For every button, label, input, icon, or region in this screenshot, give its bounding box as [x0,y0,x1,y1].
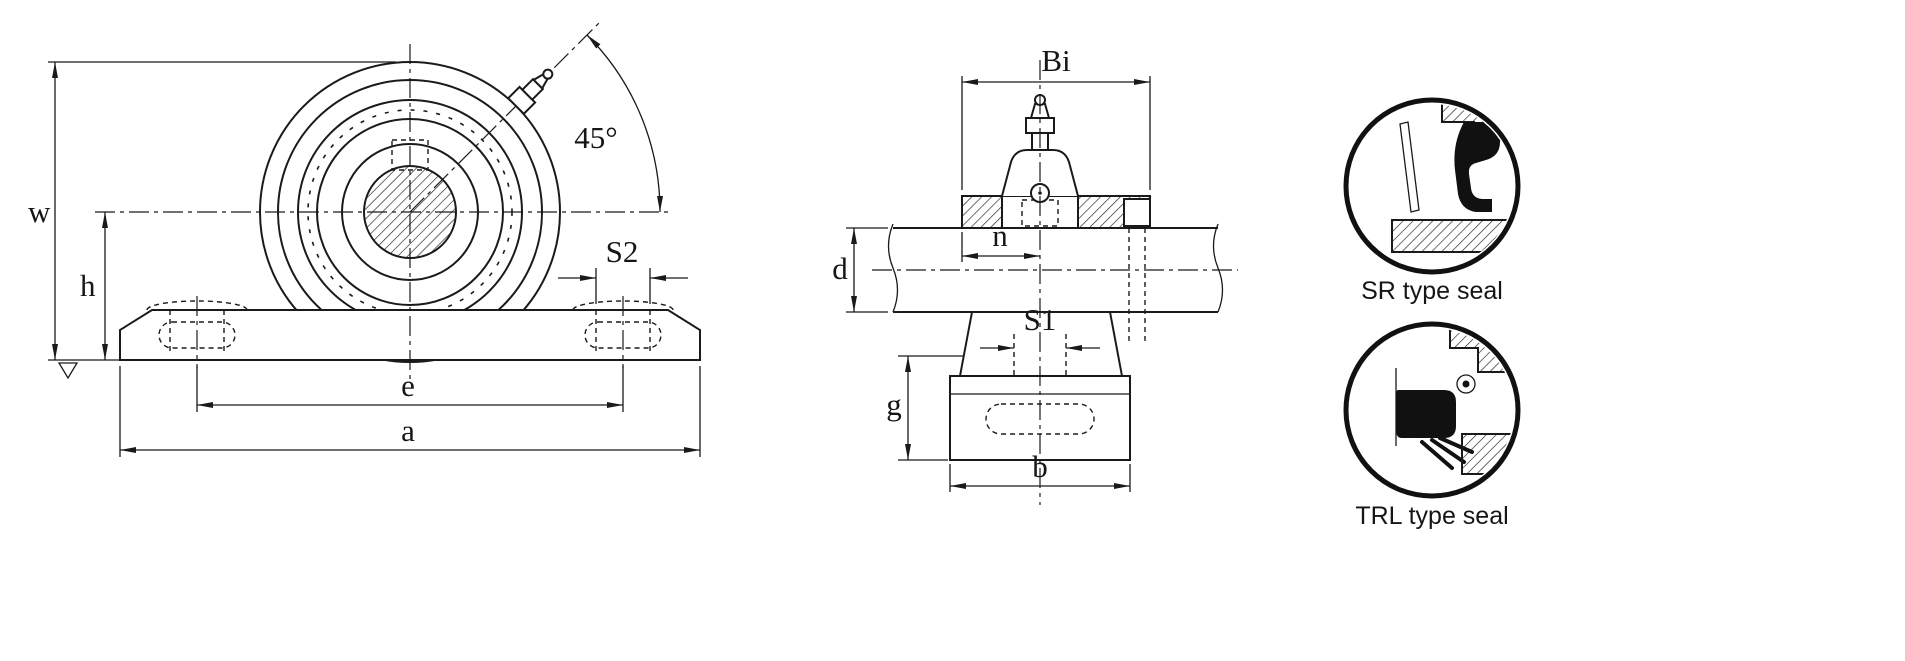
grease-fitting-axis [409,21,601,213]
sr-slinger-plate [1399,121,1420,213]
trl-garter-spring-core [1462,380,1470,388]
left-slot-edge-hidden-lines [169,310,225,352]
sr-caption: SR type seal [1361,277,1503,305]
b-label: b [1032,449,1048,484]
front-view: 45° w h e a S2 [28,21,701,457]
side-view: Bi n d S1 g b [832,43,1238,505]
datum-triangle-symbol [57,362,79,380]
s2-extension-lines [595,268,651,304]
trl-caption: TRL type seal [1355,502,1508,530]
bearing-ball-center [1038,191,1042,195]
seal-detail-sr: SR type seal [1343,97,1521,305]
angle-dimension-arc [586,34,664,213]
e-label: e [401,368,415,403]
side-bolt-hidden-lines [1128,228,1146,342]
lower-housing-slants [959,311,1123,377]
n-label: n [992,218,1008,253]
s2-label: S2 [606,234,639,269]
bi-label: Bi [1041,43,1071,78]
bi-extension-lines [961,76,1151,190]
g-label: g [886,387,902,422]
w-extension-lines [48,61,396,361]
seal-detail-trl: TRL type seal [1343,321,1521,530]
fitting-ball [542,68,554,80]
shaft-break-right [1212,223,1224,313]
w-label: w [28,194,51,229]
sr-inner-ring-hatched [1391,219,1514,253]
d-label: d [832,251,848,286]
a-extension-lines [119,366,701,457]
right-slot-edge-hidden-lines [595,310,651,352]
s1-label: S1 [1024,302,1057,337]
grease-fitting-front [506,68,554,116]
sr-seal-lip-black [1454,122,1500,212]
inner-ring-edges [1001,196,1079,228]
h-label: h [80,268,96,303]
side-bolt-head [1123,198,1151,227]
trl-seal-body-black [1396,390,1456,438]
shaft-break-left [887,223,899,313]
a-label: a [401,413,415,448]
s1-hidden-edges [1013,334,1067,376]
angle-label: 45° [574,120,617,155]
